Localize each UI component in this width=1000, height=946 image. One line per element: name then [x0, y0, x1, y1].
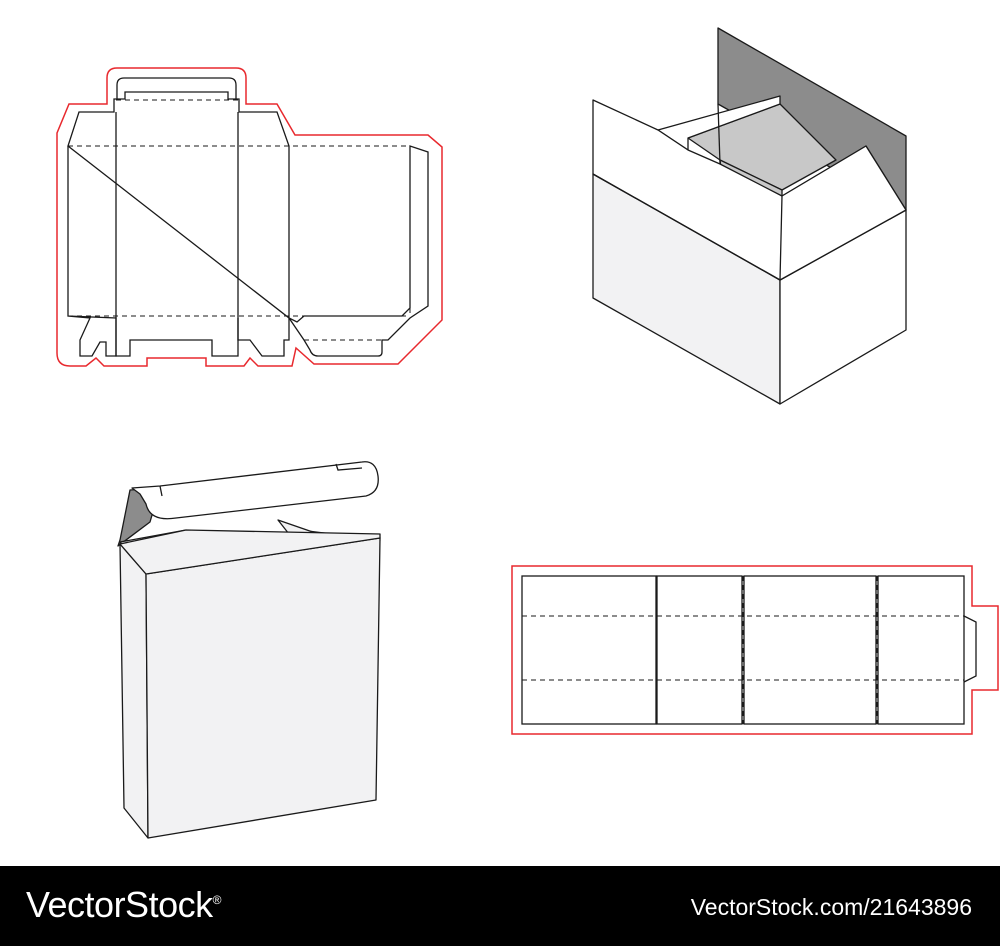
dieline-sleeve: [511, 565, 999, 735]
watermark-footer: VectorStock® VectorStock.com/21643896: [0, 866, 1000, 946]
bleed-outline: [56, 67, 443, 367]
open-shipping-box: [592, 27, 907, 405]
bleed-outline: [511, 565, 999, 735]
dieline-carry-box: [56, 67, 443, 367]
dieline-cut: [67, 77, 429, 357]
brand-logo: VectorStock®: [26, 884, 221, 926]
registered-mark: ®: [212, 893, 222, 907]
tall-box-open-lid: [117, 461, 381, 839]
image-id-text: VectorStock.com/21643896: [690, 894, 972, 920]
dieline-fold: [68, 99, 411, 341]
brand-text: VectorStock: [26, 884, 213, 925]
box-templates-illustration: [56, 27, 999, 839]
